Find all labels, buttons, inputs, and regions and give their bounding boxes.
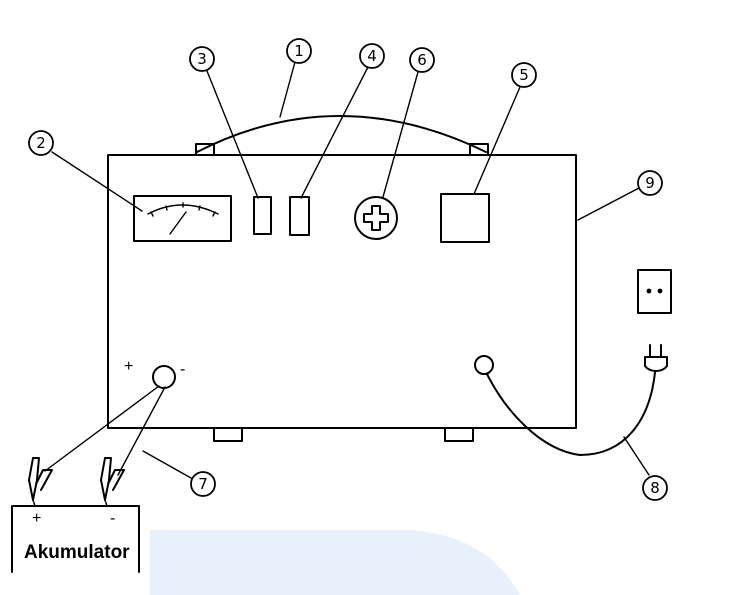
leader-4 <box>300 66 369 199</box>
svg-text:9: 9 <box>645 174 655 192</box>
cable-grommet <box>474 355 494 375</box>
mains-plug <box>644 344 668 372</box>
leader-6 <box>382 71 419 198</box>
cable-plus <box>44 385 160 472</box>
svg-text:7: 7 <box>198 475 208 493</box>
callout-7: 7 <box>190 471 216 497</box>
foot-left <box>213 427 243 442</box>
battery-minus-sign: - <box>110 510 115 527</box>
svg-text:1: 1 <box>294 42 304 60</box>
svg-text:5: 5 <box>519 66 529 84</box>
switch-4 <box>289 196 310 236</box>
socket-5 <box>440 193 490 243</box>
callout-4: 4 <box>359 43 385 69</box>
terminal-minus-sign: - <box>180 361 185 378</box>
battery-plus-sign: + <box>32 510 41 527</box>
wall-outlet <box>637 269 672 314</box>
ammeter <box>133 195 232 242</box>
svg-text:8: 8 <box>650 479 660 497</box>
fuse-knob <box>354 196 398 240</box>
callout-8: 8 <box>642 475 668 501</box>
cable-minus-lead <box>142 450 192 479</box>
clamp-plus <box>28 457 53 507</box>
battery-outline <box>11 505 140 573</box>
clamp-minus <box>100 457 125 507</box>
leader-9 <box>577 187 640 221</box>
background-watermark <box>150 530 520 595</box>
charger-housing <box>107 154 577 429</box>
output-terminal <box>152 365 176 389</box>
leader-5 <box>473 86 521 195</box>
svg-text:4: 4 <box>367 47 377 65</box>
svg-text:2: 2 <box>36 134 46 152</box>
svg-text:6: 6 <box>417 51 427 69</box>
callout-1: 1 <box>286 38 312 64</box>
mains-cable <box>486 371 656 456</box>
callout-3: 3 <box>189 46 215 72</box>
switch-3 <box>253 196 272 235</box>
cable-minus <box>117 386 166 476</box>
leader-1 <box>279 61 296 118</box>
callout-9: 9 <box>637 170 663 196</box>
battery-label: Akumulator <box>24 542 130 563</box>
callout-2: 2 <box>28 130 54 156</box>
carry-handle <box>196 115 487 153</box>
leader-3 <box>206 70 259 199</box>
leader-2 <box>51 151 143 212</box>
foot-right <box>444 427 474 442</box>
svg-text:3: 3 <box>197 50 207 68</box>
callout-6: 6 <box>409 47 435 73</box>
leader-8 <box>623 436 650 476</box>
callout-5: 5 <box>511 62 537 88</box>
terminal-plus-sign: + <box>124 358 133 375</box>
